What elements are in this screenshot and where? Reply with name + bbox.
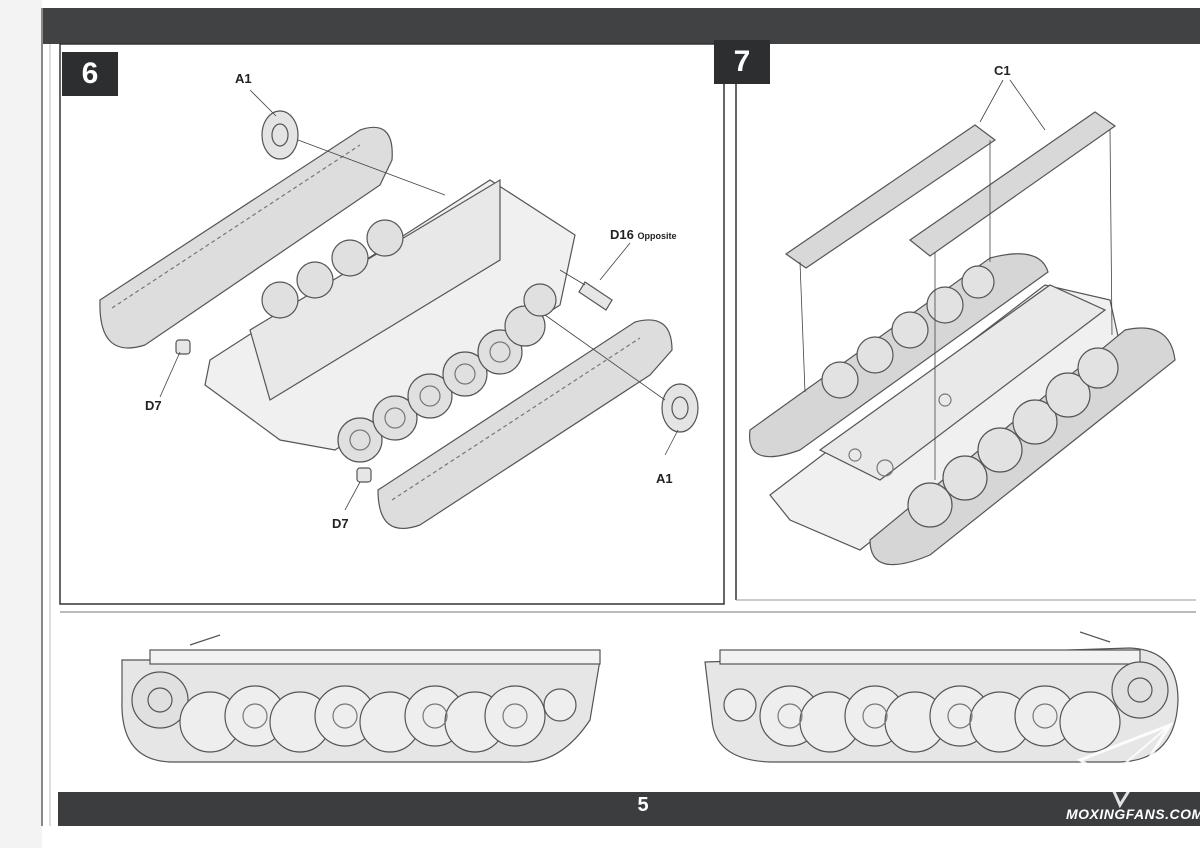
top-header-bar [42, 8, 1200, 44]
right-side-view [704, 631, 1179, 763]
bottom-footer-bar [58, 792, 1200, 826]
left-side-view [121, 634, 601, 763]
step-7-badge: 7 [714, 40, 770, 84]
step-6-badge: 6 [62, 52, 118, 96]
d16-note: Opposite [637, 231, 677, 241]
part-label-c1: C1 [994, 63, 1011, 78]
watermark-text: MOXINGFANS.COM [1066, 806, 1200, 822]
part-label-a1-top: A1 [235, 71, 252, 86]
part-label-a1-bottom: A1 [656, 471, 673, 486]
part-label-d7-left: D7 [145, 398, 162, 413]
page-number: 5 [637, 794, 649, 816]
part-label-d16: D16 Opposite [610, 227, 677, 242]
d16-code: D16 [610, 227, 634, 242]
part-label-d7-bottom: D7 [332, 516, 349, 531]
